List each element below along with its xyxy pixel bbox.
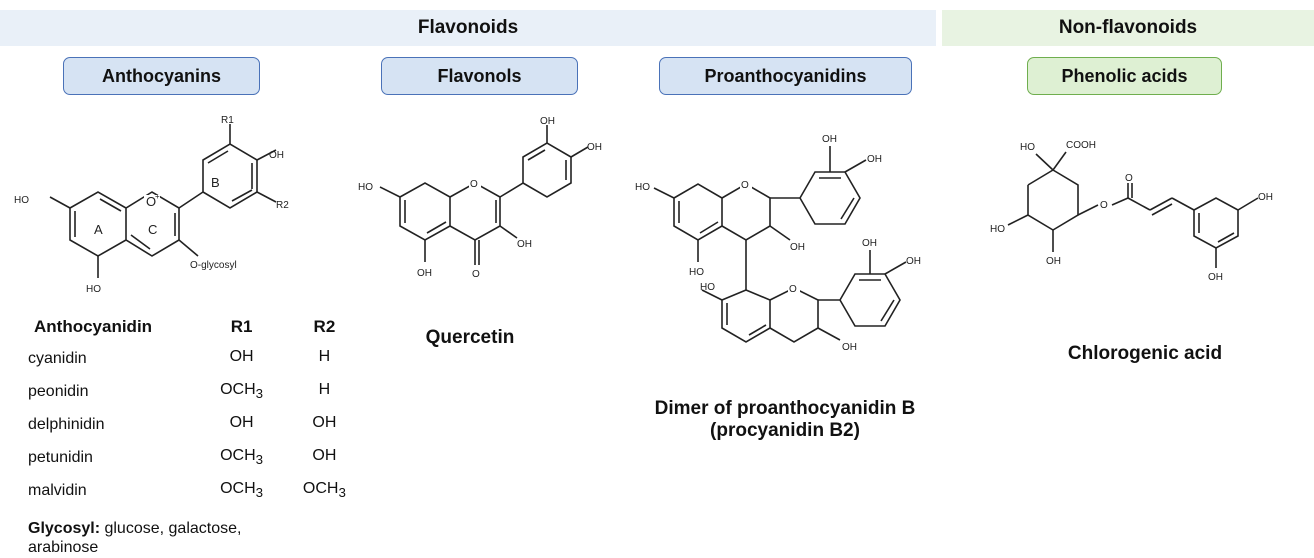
table-row: petunidin OCH3 OH [24,441,364,474]
cooh-label: COOH [1066,140,1096,151]
flavonoids-band: Flavonoids [0,10,936,46]
oh-label: OH [822,134,837,145]
phenolic-acids-label: Phenolic acids [1061,65,1188,86]
r1-label: R1 [221,115,234,126]
ho-bottom-label: HO [86,284,101,295]
anthocyanin-structure: R1 OH R2 HO HO O + A C B O-glycosyl [14,115,289,295]
row-r2: OCH [302,480,339,498]
proanthocyanidins-label: Proanthocyanidins [704,65,867,86]
procyanidin-label-line1: Dimer of proanthocyanidin B [654,398,916,419]
procyanidin-label: Dimer of proanthocyanidin B (procyanidin… [625,398,945,442]
oh-label: OH [867,154,882,165]
ho-label: HO [14,195,29,206]
row-r1: OCH [220,480,256,498]
ho-label: HO [1020,142,1035,153]
header-r1: R1 [230,317,253,336]
ho-label: HO [689,267,704,278]
procyanidin-label-line2: (procyanidin B2) [710,420,860,441]
ring-oxygen: O [741,180,749,191]
table-row: cyanidin OH H [24,342,364,375]
row-name: delphinidin [28,415,105,433]
ester-oxygen: O [1100,200,1108,211]
oh-label: OH [540,116,555,127]
oh-label: OH [1258,192,1273,203]
r2-label: R2 [276,200,289,211]
row-name: cyanidin [28,349,87,367]
oh-label: OH [790,242,805,253]
oh-label: OH [269,150,284,161]
ring-a-label: A [94,222,103,237]
ring-oxygen: O [789,284,797,295]
row-r1: OH [229,348,254,366]
row-r2: H [318,381,331,399]
ho-label: HO [990,224,1005,235]
row-r2: OH [312,414,337,432]
anthocyanins-box: Anthocyanins [63,57,260,95]
glycosyl-label: Glycosyl: [28,520,101,537]
quercetin-label: Quercetin [425,327,515,348]
flavonols-label: Flavonols [437,65,522,86]
header-r2: R2 [313,317,336,336]
glycosyl-note: Glycosyl: glucose, galactose, arabinose [28,519,298,557]
quercetin-structure: O HO OH O OH OH OH [358,116,602,280]
flavonols-box: Flavonols [381,57,578,95]
flavonoids-band-label: Flavonoids [417,17,519,38]
oh-label: OH [842,342,857,353]
non-flavonoids-band: Non-flavonoids [942,10,1314,46]
anthocyanins-label: Anthocyanins [101,65,221,86]
table-row: delphinidin OH OH [24,408,364,441]
oh-label: OH [417,268,432,279]
table-header-row: Anthocyanidin R1 R2 [24,312,364,342]
ho-label: HO [358,182,373,193]
carbonyl-oxygen: O [1125,173,1133,184]
chlorogenic-acid-structure: COOH HO HO OH O O OH OH [990,140,1273,283]
procyanidin-structure: O O HO HO OH OH OH HO OH OH OH [635,134,921,353]
row-r2: H [318,348,331,366]
row-r1: OCH [220,447,256,465]
row-name: peonidin [28,382,89,400]
oh-label: OH [587,142,602,153]
oh-label: OH [1046,256,1061,267]
ring-c-label: C [148,222,157,237]
row-r1: OH [229,414,254,432]
o-glycosyl-label: O-glycosyl [190,260,237,271]
oh-label: OH [1208,272,1223,283]
oxonium-label: O [146,194,156,209]
ho-label: HO [700,282,715,293]
oh-label: OH [906,256,921,267]
phenolic-acids-box: Phenolic acids [1027,57,1222,95]
row-name: petunidin [28,448,93,466]
ho-label: HO [635,182,650,193]
proanthocyanidins-box: Proanthocyanidins [659,57,912,95]
ring-b-label: B [211,175,220,190]
header-anthocyanidin: Anthocyanidin [34,317,153,336]
plus-sign: + [155,192,160,201]
row-r1: OCH [220,381,256,399]
non-flavonoids-band-label: Non-flavonoids [1058,17,1198,38]
carbonyl-oxygen: O [472,269,480,280]
table-row: malvidin OCH3 OCH3 [24,474,364,507]
oh-label: OH [517,239,532,250]
anthocyanidin-table: Anthocyanidin R1 R2 cyanidin OH H peonid… [24,312,364,507]
row-name: malvidin [28,481,87,499]
glycosyl-text: glucose, galactose, arabinose [28,520,242,556]
chlorogenic-acid-label: Chlorogenic acid [1067,343,1223,364]
ring-oxygen: O [470,179,478,190]
row-r2: OH [312,447,337,465]
table-row: peonidin OCH3 H [24,375,364,408]
oh-label: OH [862,238,877,249]
